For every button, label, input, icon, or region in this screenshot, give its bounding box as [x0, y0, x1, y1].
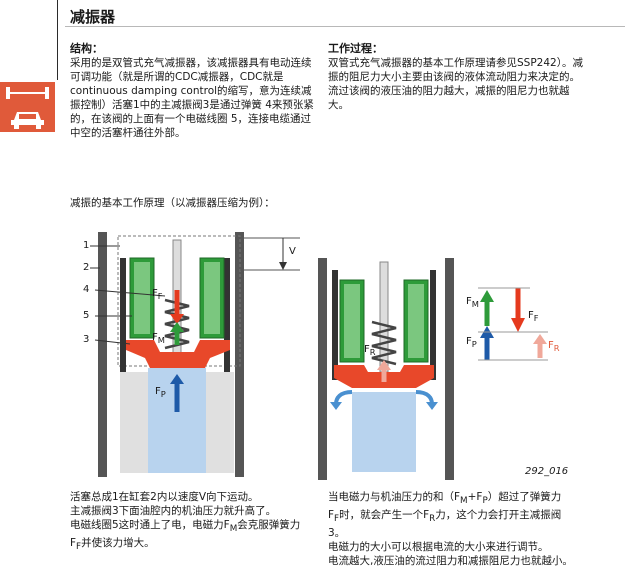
structure-heading: 结构： — [70, 42, 103, 55]
main-valve — [126, 340, 230, 368]
structure-text: 采用的是双管式充气减振器，该减振器具有电动连续可调功能（就是所谓的CDC减振器，… — [70, 57, 314, 139]
label-fr-force: FR — [548, 340, 560, 353]
outer-tube-left — [98, 232, 107, 477]
label-5: 5 — [83, 310, 90, 321]
label-ff-left: FF — [152, 288, 163, 301]
chassis-icon — [0, 82, 55, 132]
label-fr-right: FR — [364, 344, 376, 357]
label-fp-force: FP — [466, 336, 477, 349]
process-text-1: 双管式充气减振器的基本工作原理请参见SSP242）。减振的阻尼力大小主要由该阀的… — [328, 57, 583, 83]
bottom-left-line-2: 主减振阀3下面油腔内的机油压力就升高了。 — [70, 505, 277, 517]
bottom-right-line-3: 3。 — [328, 527, 346, 540]
structure-section: 结构： 采用的是双管式充气减振器，该减振器具有电动连续可调功能（就是所谓的CDC… — [70, 40, 315, 140]
label-v: V — [289, 246, 296, 257]
page-title: 减振器 — [70, 8, 116, 26]
bottom-right-line-1: 当电磁力与机油压力的和（FM+FP）超过了弹簧力 — [328, 491, 562, 507]
label-fm-left: FM — [152, 332, 165, 345]
bottom-right-line-4: 电磁力的大小可以根据电流的大小来进行调节。 — [328, 541, 549, 554]
bottom-right-line-5: 电流越大,液压油的流过阻力和减振阻尼力也就越小。 — [328, 555, 573, 568]
bottom-left-line-4: FF并使该力增大。 — [70, 537, 155, 553]
process-text-2: 流过该阀的液压油的阻力越大，减振的阻尼力也就越大。 — [328, 85, 570, 111]
spring — [164, 298, 190, 350]
bottom-left-line-1: 活塞总成1在缸套2内以速度V向下运动。 — [70, 491, 259, 503]
sidebar-divider — [57, 0, 58, 80]
figure-id: 292_016 — [525, 466, 569, 477]
bottom-right-text: 当电磁力与机油压力的和（FM+FP）超过了弹簧力 FF时，就会产生一个FR力，这… — [328, 490, 588, 568]
process-heading: 工作过程： — [328, 42, 383, 55]
process-section: 工作过程： 双管式充气减振器的基本工作原理请参见SSP242）。减振的阻尼力大小… — [328, 40, 583, 112]
title-divider — [65, 26, 625, 27]
bottom-left-line-3: 电磁线圈5这时通上了电，电磁力FM会克服弹簧力 — [70, 519, 301, 535]
label-3: 3 — [83, 334, 90, 345]
bottom-right-line-2: FF时，就会产生一个FR力，这个力会打开主减振阀 — [328, 509, 562, 525]
label-1: 1 — [83, 240, 90, 251]
label-2: 2 — [83, 262, 90, 273]
diagram-caption: 减振的基本工作原理（以减振器压缩为例）： — [70, 197, 275, 209]
label-fm-force: FM — [466, 296, 479, 309]
label-ff-force: FF — [528, 310, 539, 323]
label-4: 4 — [83, 284, 90, 295]
label-fp-left: FP — [155, 386, 166, 399]
bottom-left-text: 活塞总成1在缸套2内以速度V向下运动。 主减振阀3下面油腔内的机油压力就升高了。… — [70, 490, 310, 554]
